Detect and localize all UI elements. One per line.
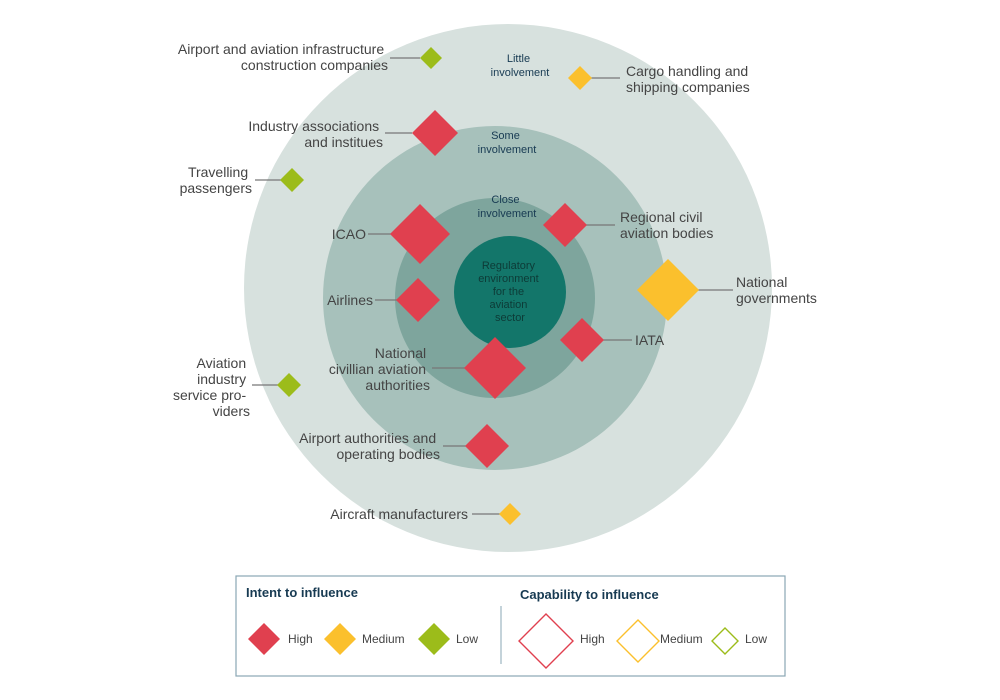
legend-intent-low-label: Low <box>456 632 478 646</box>
label-line: Airlines <box>327 292 373 308</box>
label-line: civillian aviation <box>329 361 426 377</box>
label-line: National <box>375 345 426 361</box>
marker-iata <box>560 318 604 362</box>
marker-cargo-handling <box>568 66 592 90</box>
label-line: National <box>736 274 787 290</box>
label-line: Travelling <box>188 164 248 180</box>
legend-intent-title: Intent to influence <box>246 585 358 600</box>
marker-national-civilian <box>464 337 526 399</box>
zone-label-line: Some <box>491 130 520 142</box>
label-service-providers: Aviation industry service pro- viders <box>173 355 250 419</box>
core-regulatory-environment <box>454 236 566 348</box>
leader-lines <box>252 57 733 515</box>
label-line: industry <box>197 371 246 387</box>
core-label-line: aviation <box>490 299 528 311</box>
legend-capability-low-swatch <box>711 627 739 655</box>
label-icao: ICAO <box>332 226 366 242</box>
label-line: Aircraft manufacturers <box>330 506 468 522</box>
label-iata: IATA <box>635 332 665 348</box>
marker-regional-civil <box>543 203 587 247</box>
label-line: viders <box>213 403 250 419</box>
label-line: ICAO <box>332 226 366 242</box>
label-line: and institues <box>304 134 383 150</box>
core-label-line: for the <box>493 286 524 298</box>
marker-aircraft-manufacturers <box>499 503 521 525</box>
legend-intent-low-swatch <box>418 623 450 655</box>
legend-capability-high-label: High <box>580 632 605 646</box>
label-line: authorities <box>365 377 430 393</box>
label-infra-construction: Airport and aviation infrastructure cons… <box>178 41 388 73</box>
label-line: operating bodies <box>336 446 440 462</box>
zone-label-little: Little involvement <box>491 53 550 79</box>
label-line: IATA <box>635 332 665 348</box>
label-national-governments: National governments <box>736 274 817 306</box>
label-line: Cargo handling and <box>626 63 748 79</box>
label-line: construction companies <box>241 57 388 73</box>
label-line: shipping companies <box>626 79 750 95</box>
core-label-line: environment <box>478 273 539 285</box>
zone-label-line: involvement <box>478 144 537 156</box>
zone-label-line: involvement <box>478 208 537 220</box>
legend-intent-medium-label: Medium <box>362 632 405 646</box>
label-line: Aviation <box>197 355 247 371</box>
legend-intent-high-swatch <box>248 623 280 655</box>
label-airlines: Airlines <box>327 292 373 308</box>
label-regional-civil: Regional civil aviation bodies <box>620 209 713 241</box>
marker-industry-associations <box>412 110 458 156</box>
label-airport-authorities: Airport authorities and operating bodies <box>299 430 440 462</box>
label-line: Industry associations <box>248 118 379 134</box>
legend-intent-medium-swatch <box>324 623 356 655</box>
label-line: Airport and aviation infrastructure <box>178 41 384 57</box>
stakeholder-markers <box>277 47 699 525</box>
marker-travelling-passengers <box>280 168 304 192</box>
label-travelling-passengers: Travelling passengers <box>180 164 252 196</box>
label-cargo-handling: Cargo handling and shipping companies <box>626 63 752 95</box>
label-line: Airport authorities and <box>299 430 436 446</box>
marker-national-governments <box>637 259 699 321</box>
zone-label-line: involvement <box>491 67 550 79</box>
marker-airlines <box>396 278 440 322</box>
zone-label-close: Close involvement <box>478 194 537 220</box>
marker-service-providers <box>277 373 301 397</box>
marker-airport-authorities <box>465 424 509 468</box>
marker-infra-construction <box>420 47 442 69</box>
legend-intent-high-label: High <box>288 632 313 646</box>
label-aircraft-manufacturers: Aircraft manufacturers <box>330 506 468 522</box>
label-line: governments <box>736 290 817 306</box>
legend: Intent to influence High Medium Low Capa… <box>235 575 786 677</box>
legend-capability-low-label: Low <box>745 632 767 646</box>
zone-label-line: Little <box>507 53 530 65</box>
core-label-line: Regulatory <box>482 260 536 272</box>
zone-label-line: Close <box>491 194 519 206</box>
label-line: Regional civil <box>620 209 702 225</box>
core-label: Regulatory environment for the aviation … <box>478 260 542 324</box>
legend-capability-medium-swatch <box>616 619 660 663</box>
core-label-line: sector <box>495 312 525 324</box>
label-line: passengers <box>180 180 252 196</box>
legend-capability-title: Capability to influence <box>520 587 659 602</box>
zone-label-some: Some involvement <box>478 130 537 156</box>
label-national-civilian: National civillian aviation authorities <box>329 345 430 393</box>
label-line: service pro- <box>173 387 246 403</box>
label-industry-associations: Industry associations and institues <box>248 118 383 150</box>
marker-icao <box>390 204 450 264</box>
legend-capability-medium-label: Medium <box>660 632 703 646</box>
legend-capability-high-swatch <box>518 613 574 669</box>
label-line: aviation bodies <box>620 225 713 241</box>
